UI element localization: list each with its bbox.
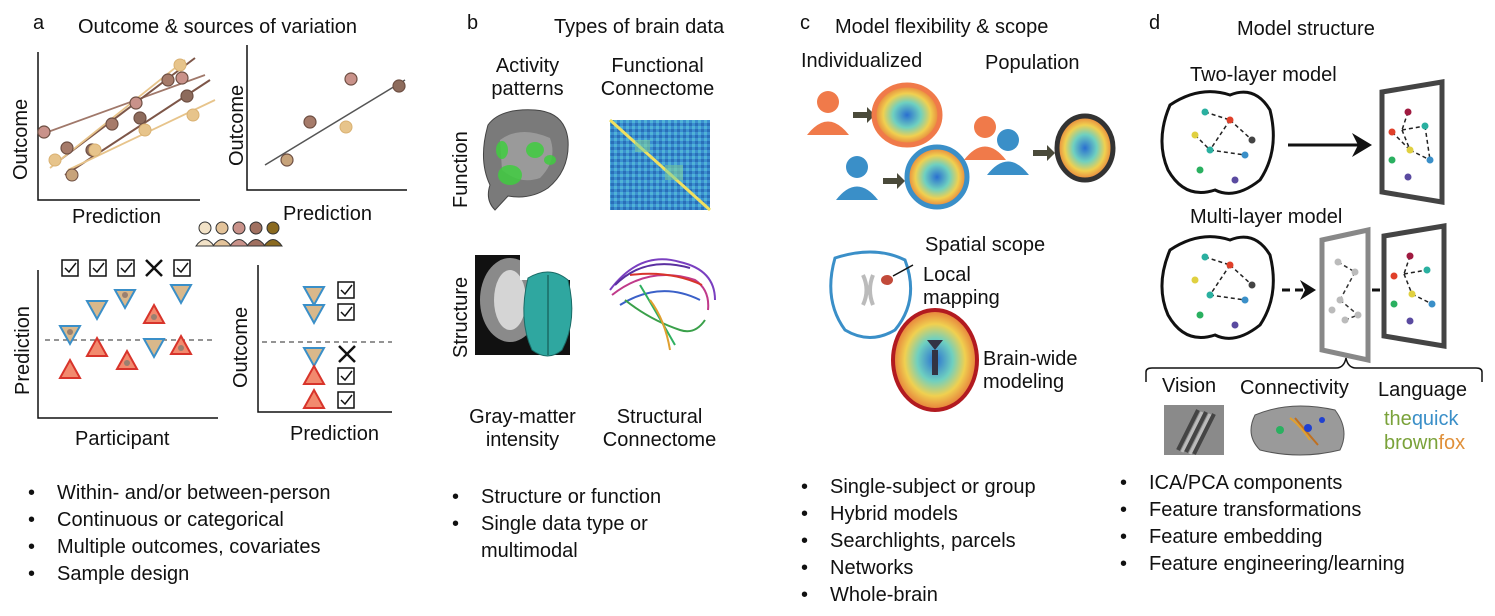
feature-brace xyxy=(1145,357,1483,382)
multi-layer-brain xyxy=(1160,235,1275,340)
panel-c-graphics xyxy=(807,82,1116,412)
check-row xyxy=(61,259,191,277)
activity-brain-image xyxy=(483,109,569,211)
panel-d-bullets: ICA/PCA components Feature transformatio… xyxy=(1120,470,1405,578)
individual-brain-orange xyxy=(871,82,943,148)
bullet-item: multimodal xyxy=(481,540,578,562)
language-label: Language xyxy=(1378,379,1467,401)
gray-matter-image xyxy=(475,255,573,357)
panel-c-title: Model flexibility & scope xyxy=(835,16,1049,38)
arrow-icon xyxy=(853,107,875,123)
individual-brain-blue xyxy=(904,144,970,210)
bullet-item: Single-subject or group xyxy=(801,474,1036,501)
population-brain xyxy=(1054,113,1116,183)
person-orange-icon xyxy=(807,91,849,135)
panel-d-letter: d xyxy=(1149,12,1161,34)
structural-connectome-image xyxy=(609,258,716,351)
panel-b: b Types of brain data Activity patterns … xyxy=(440,0,780,616)
col-activity-label: Activity patterns xyxy=(491,55,564,100)
panel-c: c Model flexibility & scope Individualiz… xyxy=(795,0,1125,616)
arrow-icon xyxy=(883,173,905,189)
local-mapping-brain xyxy=(829,250,914,339)
bullet-item: Feature transformations xyxy=(1120,497,1405,524)
multi-layer-label: Multi-layer model xyxy=(1190,206,1343,228)
population-label: Population xyxy=(985,52,1080,74)
connectivity-image xyxy=(1250,405,1345,456)
chart3-ylabel: Prediction xyxy=(12,306,34,395)
panel-d-graphics xyxy=(1145,79,1483,456)
output-layer-bottom xyxy=(1381,223,1447,349)
panel-a-graphics xyxy=(37,45,407,419)
panel-a-letter: a xyxy=(33,12,45,34)
participants-icon xyxy=(195,221,283,247)
two-layer-brain xyxy=(1160,90,1275,195)
chart1-xlabel: Prediction xyxy=(72,206,161,228)
bullet-item: Sample design xyxy=(28,561,330,588)
arrow-icon xyxy=(1033,145,1055,161)
panel-a: a Outcome & sources of variation xyxy=(0,0,407,616)
vision-label: Vision xyxy=(1162,375,1217,397)
chart3-xlabel: Participant xyxy=(75,428,170,450)
panel-b-bullets: Structure or function Single data type o… xyxy=(452,484,661,565)
brain-wide-brain xyxy=(891,308,979,412)
bullet-item: Structure or function xyxy=(452,484,661,511)
bullet-item: Whole-brain xyxy=(801,582,1036,609)
local-mapping-label: Local mapping xyxy=(923,264,1000,309)
two-layer-label: Two-layer model xyxy=(1190,64,1337,86)
panel-a-title: Outcome & sources of variation xyxy=(78,16,358,38)
brain-wide-label: Brain-wide modeling xyxy=(983,348,1078,393)
bot-structural-label: Structural Connectome xyxy=(602,406,717,451)
bullet-item: Feature embedding xyxy=(1120,524,1405,551)
bullet-item: Hybrid models xyxy=(801,501,1036,528)
chart4-xlabel: Prediction xyxy=(290,423,379,445)
functional-connectome-matrix xyxy=(608,118,712,212)
bot-graymatter-label: Gray-matter intensity xyxy=(469,406,576,451)
bullet-item: Searchlights, parcels xyxy=(801,528,1036,555)
panel-b-graphics xyxy=(475,109,716,357)
bullet-item: ICA/PCA components xyxy=(1120,470,1405,497)
chart2-xlabel: Prediction xyxy=(283,203,372,225)
chart2-ylabel: Outcome xyxy=(226,84,248,166)
hidden-layer xyxy=(1319,226,1371,364)
language-sample-2: brownfox xyxy=(1384,432,1466,454)
panel-a-bullets: Within- and/or between-person Continuous… xyxy=(28,480,330,588)
connectivity-label: Connectivity xyxy=(1240,377,1349,399)
bullet-item: Multiple outcomes, covariates xyxy=(28,534,330,561)
bullet-item: Single data type or xyxy=(452,511,661,538)
bullet-item: Within- and/or between-person xyxy=(28,480,330,507)
panel-d-title: Model structure xyxy=(1237,18,1375,40)
chart4-ylabel: Outcome xyxy=(230,306,252,388)
bullet-item: Networks xyxy=(801,555,1036,582)
person-blue-icon xyxy=(836,156,878,200)
bullet-item: Feature engineering/learning xyxy=(1120,551,1405,578)
output-layer-top xyxy=(1379,79,1445,205)
panel-c-letter: c xyxy=(800,12,810,34)
vision-gabor-image xyxy=(1164,405,1224,455)
individualized-label: Individualized xyxy=(801,50,923,72)
col-functional-label: Functional Connectome xyxy=(600,55,715,100)
spatial-scope-label: Spatial scope xyxy=(925,234,1046,256)
language-sample-1: thequick xyxy=(1384,408,1459,430)
panel-b-letter: b xyxy=(467,12,479,34)
panel-c-bullets: Single-subject or group Hybrid models Se… xyxy=(801,474,1036,609)
panel-b-title: Types of brain data xyxy=(554,16,725,38)
panel-d: d Model structure Two-layer model Multi-… xyxy=(1120,0,1495,616)
chart1-ylabel: Outcome xyxy=(10,98,32,180)
population-people-icon xyxy=(964,116,1029,175)
bullet-item: Continuous or categorical xyxy=(28,507,330,534)
